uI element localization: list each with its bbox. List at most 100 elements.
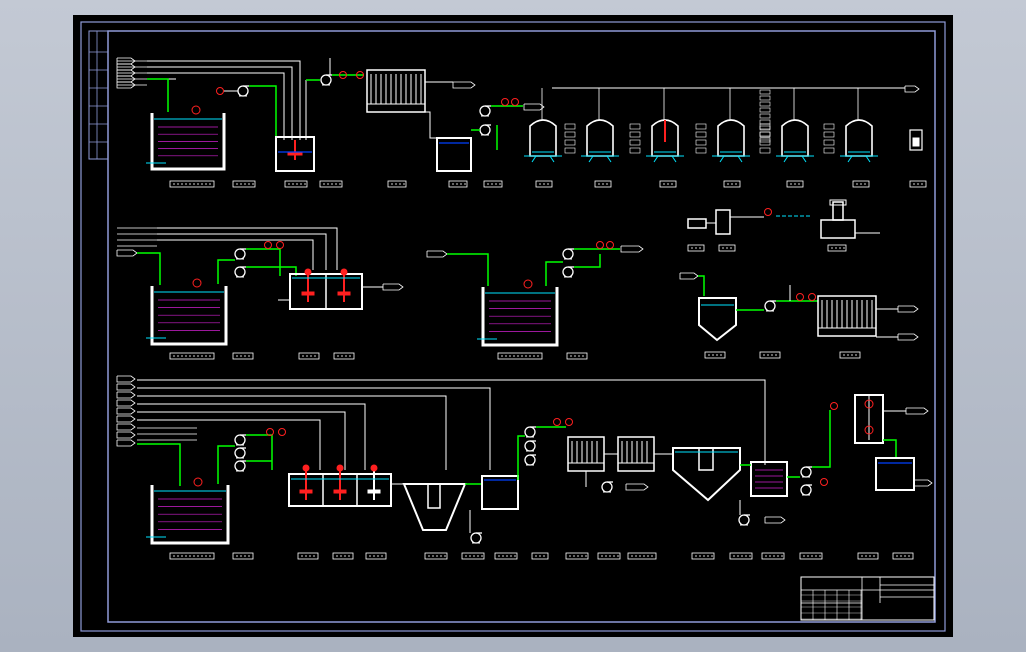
instrument-box bbox=[759, 101, 771, 107]
valve-tag bbox=[596, 241, 604, 249]
blower-cap bbox=[829, 199, 847, 206]
pipe-end-tag bbox=[116, 391, 136, 399]
pipe-end-tag bbox=[116, 439, 136, 447]
section-middle-center bbox=[426, 241, 644, 360]
pipe-end-tag bbox=[116, 57, 136, 65]
flow-line bbox=[147, 78, 169, 112]
instrument-box bbox=[564, 131, 576, 138]
equipment-label-box bbox=[284, 180, 308, 188]
equipment-label-box bbox=[535, 180, 553, 188]
equipment-label-box bbox=[566, 352, 588, 360]
flow-line bbox=[217, 259, 235, 284]
pipe-end-tag bbox=[426, 250, 448, 258]
instrument-box bbox=[695, 131, 707, 138]
flow-line bbox=[545, 261, 563, 286]
pipe-end-tag bbox=[116, 375, 136, 383]
instrument-box bbox=[823, 131, 835, 138]
equipment-label-box bbox=[857, 552, 879, 560]
pump-mid-right bbox=[764, 300, 776, 312]
vessel-leg bbox=[606, 155, 612, 163]
equipment-label-box bbox=[691, 552, 715, 560]
pump-bottom-e bbox=[524, 440, 536, 452]
instrument-tag bbox=[193, 477, 203, 487]
valve-tag bbox=[276, 241, 284, 249]
equipment-label-box bbox=[365, 552, 387, 560]
pipe-end-tag bbox=[116, 407, 136, 415]
section-top bbox=[116, 57, 927, 188]
pipe-line bbox=[157, 227, 338, 270]
instrument-box bbox=[629, 123, 641, 130]
pipe-line bbox=[137, 419, 321, 470]
instrument-box bbox=[629, 139, 641, 146]
pressure-vessel bbox=[781, 119, 809, 157]
equipment-label-box bbox=[659, 180, 677, 188]
clarifier-tank bbox=[698, 297, 737, 342]
pipe-line bbox=[147, 66, 293, 140]
valve-tag bbox=[830, 402, 838, 410]
pipe-end-tag bbox=[897, 305, 919, 313]
equipment-label-box bbox=[786, 180, 804, 188]
title-block-border bbox=[800, 576, 935, 621]
flow-line bbox=[249, 85, 277, 140]
equipment-label-box bbox=[298, 352, 320, 360]
blower-housing bbox=[820, 219, 856, 239]
instrument-box bbox=[629, 131, 641, 138]
vessel-leg bbox=[549, 155, 555, 163]
pipe-end-tag bbox=[116, 431, 136, 439]
equipment-label-box bbox=[718, 244, 736, 252]
equipment-label-box bbox=[448, 180, 468, 188]
valve-tag bbox=[808, 293, 816, 301]
pipe-end-tag bbox=[116, 249, 138, 257]
pipe-end-tag bbox=[897, 333, 919, 341]
equipment-label-box bbox=[319, 180, 343, 188]
pipe-line bbox=[137, 387, 491, 470]
equipment-label-box bbox=[729, 552, 753, 560]
instrument-box bbox=[759, 107, 771, 113]
clarifier-center-well bbox=[698, 447, 714, 471]
pressure-vessel bbox=[717, 119, 745, 157]
equipment-label-box bbox=[424, 552, 448, 560]
pipe-end-tag bbox=[116, 81, 136, 89]
equipment-label-box bbox=[169, 180, 215, 188]
instrument-box bbox=[823, 139, 835, 146]
vessel-leg bbox=[783, 155, 789, 163]
section-bottom bbox=[116, 375, 933, 560]
flow-line bbox=[517, 435, 525, 480]
filtrate-tank-bottom bbox=[750, 461, 788, 497]
buffer-tank-bottom bbox=[481, 475, 519, 510]
flow-line bbox=[812, 410, 831, 468]
instrument-box bbox=[759, 125, 771, 131]
pipe-end-tag bbox=[116, 383, 136, 391]
equipment-label-box bbox=[387, 180, 407, 188]
pump-bottom-b bbox=[234, 447, 246, 459]
equipment-label-box bbox=[333, 352, 355, 360]
vessel-leg bbox=[719, 155, 725, 163]
outer-frame-border bbox=[80, 21, 946, 632]
instrument-box bbox=[759, 137, 771, 143]
equipment-label-box bbox=[169, 552, 215, 560]
equipment-label-box bbox=[909, 180, 927, 188]
valve-tag bbox=[264, 241, 272, 249]
equipment-label-box bbox=[531, 552, 549, 560]
center-well bbox=[427, 483, 441, 509]
flow-line bbox=[137, 252, 161, 285]
vessel-leg bbox=[801, 155, 807, 163]
vessel-leg bbox=[531, 155, 537, 163]
transfer-pump-top bbox=[320, 74, 332, 86]
motor bbox=[302, 464, 310, 472]
ro-feed-pump-b bbox=[479, 124, 491, 136]
pipe-end-tag bbox=[913, 479, 933, 487]
pump-mid-center-a bbox=[562, 248, 574, 260]
vessel-leg bbox=[653, 155, 659, 163]
valve-tag bbox=[356, 71, 364, 79]
equipment-label-box bbox=[597, 552, 621, 560]
reactor-tag bbox=[864, 425, 874, 435]
valve-tag bbox=[553, 418, 561, 426]
flow-line bbox=[246, 248, 281, 276]
dosing-drum bbox=[687, 218, 707, 229]
left-revision-strip bbox=[88, 30, 109, 160]
pipe-end-tag bbox=[452, 81, 476, 89]
pipe-end-tag bbox=[904, 85, 920, 93]
instrument-box bbox=[695, 147, 707, 154]
